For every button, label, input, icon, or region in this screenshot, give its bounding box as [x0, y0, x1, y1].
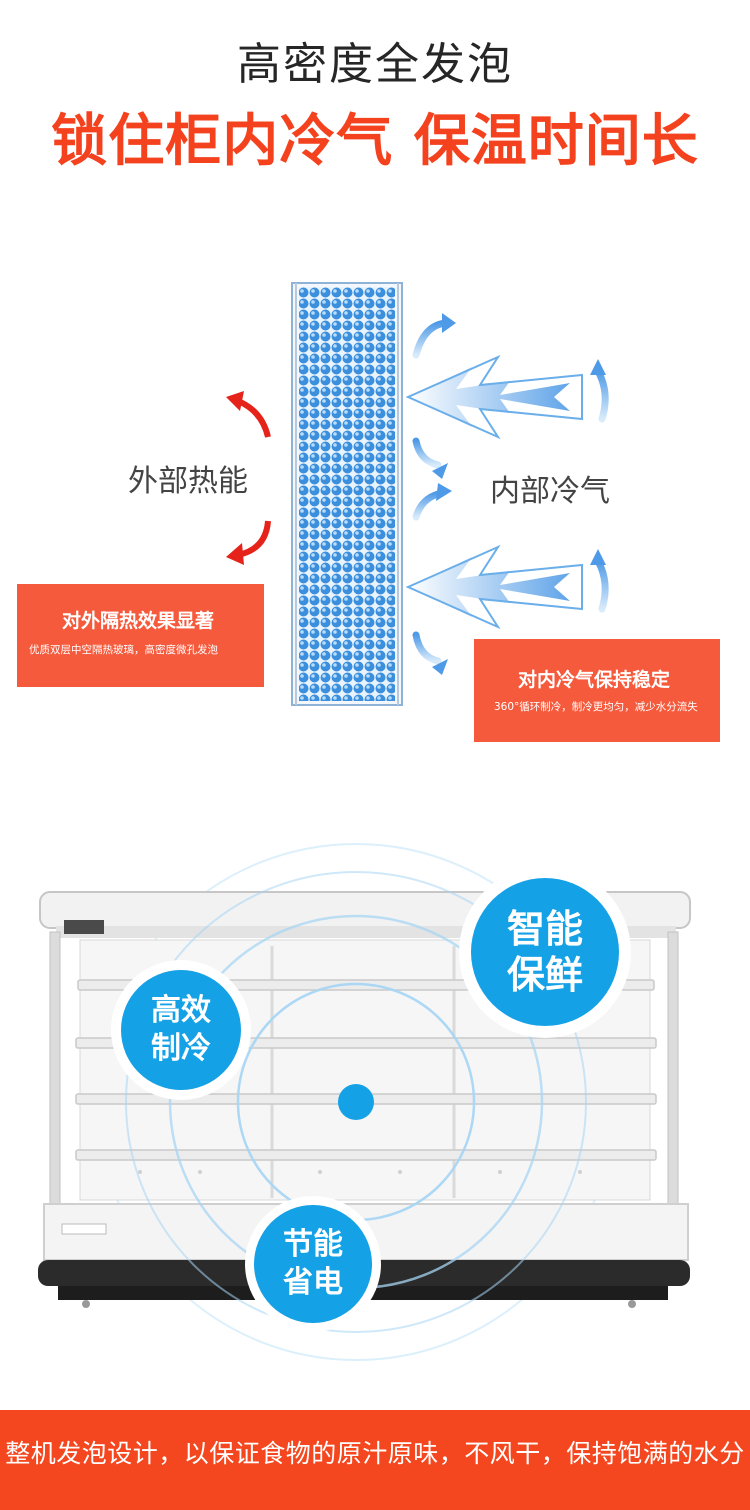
- insulation-diagram: [226, 282, 609, 706]
- page-title: 高密度全发泡: [237, 39, 513, 90]
- cold-curl-icon: [412, 319, 450, 359]
- feature-line: 制冷: [151, 1031, 211, 1066]
- heat-arrow-icon: [226, 520, 271, 565]
- cold-curl-icon: [594, 557, 609, 613]
- card-description: 优质双层中空隔热玻璃，高密度微孔发泡: [29, 644, 218, 656]
- cold-curl-icon: [412, 631, 442, 665]
- card-title: 对外隔热效果显著: [62, 610, 215, 632]
- footer-text: 整机发泡设计，以保证食物的原汁原味，不风干，保持饱满的水分: [5, 1439, 745, 1468]
- footer-banner: 整机发泡设计，以保证食物的原汁原味，不风干，保持饱满的水分: [0, 1410, 750, 1510]
- feature-line: 省电: [283, 1265, 343, 1300]
- outer-insulation-card: 对外隔热效果显著 优质双层中空隔热玻璃，高密度微孔发泡: [17, 584, 264, 687]
- cold-air-arrow-icon: [405, 544, 583, 630]
- feature-line: 智能: [506, 907, 583, 951]
- cold-air-arrow-icon: [405, 354, 583, 440]
- feature-line: 保鲜: [506, 953, 583, 997]
- insulation-panel: [291, 282, 403, 706]
- decorative-fineprint: [138, 192, 612, 204]
- cold-curl-icon: [412, 437, 442, 469]
- inner-cooling-card: 对内冷气保持稳定 360°循环制冷，制冷更均匀，减少水分流失: [474, 639, 720, 742]
- card-description: 360°循环制冷，制冷更均匀，减少水分流失: [494, 701, 698, 713]
- inner-cold-label: 内部冷气: [490, 474, 610, 509]
- feature-badge-cooling: 高效 制冷: [111, 960, 251, 1100]
- feature-badge-freshness: 智能 保鲜: [459, 866, 631, 1038]
- refrigerator-illustration: [38, 843, 691, 1361]
- feature-line: 高效: [151, 993, 211, 1028]
- cold-curl-icon: [594, 367, 609, 423]
- page-headline: 锁住柜内冷气 保温时间长: [51, 109, 699, 174]
- feature-badge-energy: 节能 省电: [245, 1196, 381, 1332]
- outer-heat-label: 外部热能: [128, 464, 248, 499]
- heat-arrow-icon: [226, 391, 271, 438]
- center-dot: [338, 1084, 374, 1120]
- card-title: 对内冷气保持稳定: [518, 669, 671, 691]
- feature-line: 节能: [283, 1227, 343, 1262]
